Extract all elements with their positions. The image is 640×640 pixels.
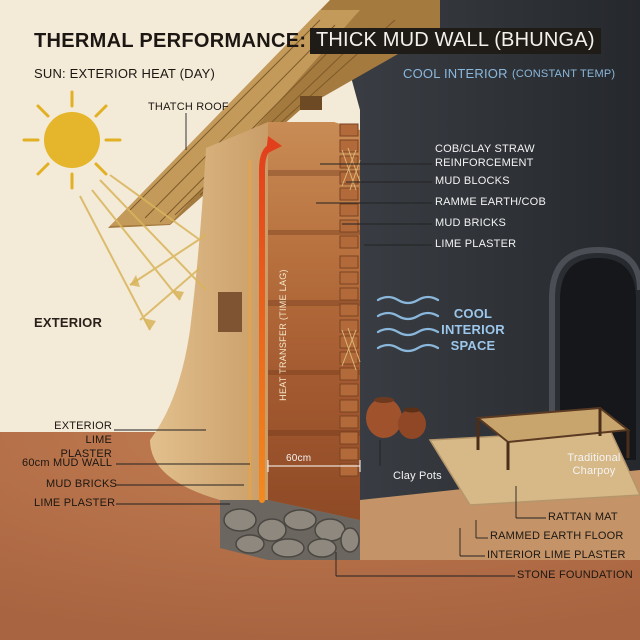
exterior-plaster-label: EXTERIOR LIME PLASTER — [54, 420, 112, 460]
sun-rays — [79, 174, 207, 331]
mud-bricks-right-label: MUD BRICKS — [435, 217, 507, 229]
stone-foundation — [220, 500, 360, 560]
sun-label: SUN: EXTERIOR HEAT (DAY) — [34, 66, 216, 81]
dimension-label: 60cm — [286, 453, 312, 464]
lime-plaster-left-label: LIME PLASTER — [34, 497, 116, 509]
cool-interior-label: COOL INTERIOR — [403, 66, 508, 81]
brick-column — [339, 123, 359, 477]
stone-foundation-label: STONE FOUNDATION — [517, 569, 633, 581]
lime-plaster-right-label: LIME PLASTER — [435, 238, 517, 250]
charpoy-label: Traditional Charpoy — [567, 452, 621, 477]
cool-interior-sublabel: (CONSTANT TEMP) — [512, 68, 616, 80]
mud-blocks-label: MUD BLOCKS — [435, 175, 510, 187]
thatch-roof-label: THATCH ROOF — [148, 101, 229, 113]
sun-icon — [22, 90, 122, 190]
dimension-line — [267, 460, 361, 472]
exterior-label: EXTERIOR — [34, 315, 103, 330]
cob-straw-label: COB/CLAY STRAW REINFORCEMENT — [435, 143, 535, 169]
heat-transfer-label: HEAT TRANSFER (TIME LAG) — [278, 269, 288, 401]
title-bold: THERMAL PERFORMANCE: — [34, 30, 307, 52]
wall-thickness-label: 60cm MUD WALL — [22, 457, 113, 469]
leader-lines — [114, 113, 546, 577]
clay-pots-illustration — [366, 397, 426, 439]
interior-plaster-label: INTERIOR LIME PLASTER — [487, 549, 626, 561]
clay-pots-label: Clay Pots — [393, 470, 442, 482]
heat-transfer-arrow — [249, 136, 282, 503]
mud-bricks-left-label: MUD BRICKS — [46, 478, 118, 490]
thatch-roof — [108, 0, 440, 228]
ramme-earth-label: RAMME EARTH/COB — [435, 196, 546, 208]
wall-section — [268, 122, 360, 520]
cool-air-waves — [376, 295, 440, 353]
rammed-earth-label: RAMMED EARTH FLOOR — [490, 530, 624, 542]
cool-space-label: COOL INTERIOR SPACE — [441, 306, 505, 353]
charpoy-bed — [475, 406, 631, 470]
rattan-mat-label: RATTAN MAT — [548, 511, 618, 523]
exterior-plaster-face — [150, 122, 268, 500]
title-rest: THICK MUD WALL (BHUNGA) — [310, 28, 601, 54]
